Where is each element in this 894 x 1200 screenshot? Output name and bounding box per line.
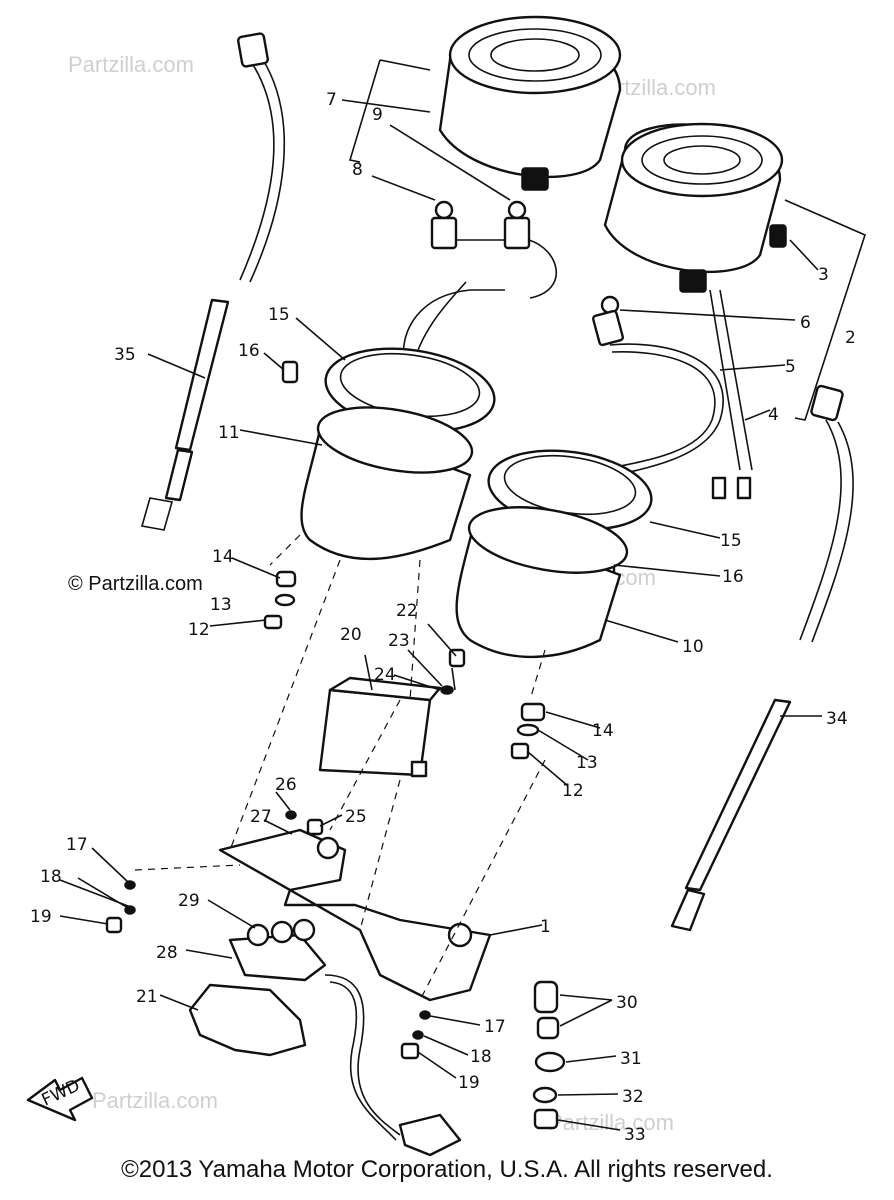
label-21: 21 [136, 987, 158, 1007]
label-10: 10 [682, 637, 704, 657]
wire-harness-5 [589, 343, 724, 481]
screw-16-left [281, 360, 299, 384]
label-31: 31 [620, 1049, 642, 1069]
label-16-left: 16 [238, 341, 260, 361]
label-15-left: 15 [268, 305, 290, 325]
speedometer-7 [438, 15, 622, 191]
watermark-bottom-left: Partzilla.com [92, 1088, 218, 1113]
leader-lines [59, 99, 822, 1131]
label-23: 23 [388, 631, 410, 651]
label-29: 29 [178, 891, 200, 911]
label-34: 34 [826, 709, 848, 729]
meter-case-10 [455, 506, 629, 659]
wire-leads-4 [709, 289, 753, 471]
label-17-left: 17 [66, 835, 88, 855]
watermark-partzilla: © Partzilla.com [68, 573, 203, 595]
label-11: 11 [218, 423, 240, 443]
label-3: 3 [818, 265, 829, 285]
label-7: 7 [326, 90, 337, 110]
watermark-top-left: Partzilla.com [68, 52, 194, 77]
label-26: 26 [275, 775, 297, 795]
fastener-stack-right [400, 1010, 431, 1060]
label-27: 27 [250, 807, 272, 827]
bulb-socket-9 [503, 200, 531, 250]
label-25: 25 [345, 807, 367, 827]
label-15-right: 15 [720, 531, 742, 551]
part-24 [440, 685, 454, 695]
screw-25 [306, 818, 324, 836]
cover-21 [188, 983, 307, 1057]
label-30: 30 [616, 993, 638, 1013]
label-14-right: 14 [592, 721, 614, 741]
tachometer-2 [603, 122, 787, 293]
label-8: 8 [352, 160, 363, 180]
indicator-housing-20 [318, 676, 442, 778]
cable-34 [670, 384, 854, 932]
label-6: 6 [800, 313, 811, 333]
label-2: 2 [845, 328, 856, 348]
label-13-right: 13 [576, 753, 598, 773]
fastener-stack-left [77, 877, 136, 934]
bracket-7 [348, 59, 431, 163]
washer-26 [285, 810, 297, 820]
label-20: 20 [340, 625, 362, 645]
bracket-2 [784, 199, 866, 421]
label-14-left: 14 [212, 547, 234, 567]
label-19-left: 19 [30, 907, 52, 927]
label-12-left: 12 [188, 620, 210, 640]
label-32: 32 [622, 1087, 644, 1107]
bracket-1 [218, 828, 492, 1002]
label-28: 28 [156, 943, 178, 963]
label-18-right: 18 [470, 1047, 492, 1067]
label-33: 33 [624, 1125, 646, 1145]
label-35: 35 [114, 345, 136, 365]
label-1: 1 [540, 917, 551, 937]
wire-harness-upper [402, 239, 558, 361]
label-13-left: 13 [210, 595, 232, 615]
grommet-stack-left [263, 570, 297, 630]
label-4: 4 [768, 405, 779, 425]
cable-35 [140, 32, 286, 531]
label-12-right: 12 [562, 781, 584, 801]
part-labels: 1 2 3 4 5 6 7 8 9 10 11 12 13 14 12 13 1… [30, 90, 856, 1145]
label-16-right: 16 [722, 567, 744, 587]
fwd-arrow-icon: FWD [26, 1076, 94, 1122]
label-18-left: 18 [40, 867, 62, 887]
label-9: 9 [372, 105, 383, 125]
grommet-stack-right [510, 702, 546, 760]
label-22: 22 [396, 601, 418, 621]
label-5: 5 [785, 357, 796, 377]
label-24: 24 [374, 665, 396, 685]
bulb-socket-8 [430, 200, 458, 250]
label-17-right: 17 [484, 1017, 506, 1037]
watermark-bottom-right: Partzilla.com [548, 1110, 674, 1135]
copyright-notice: ©2013 Yamaha Motor Corporation, U.S.A. A… [121, 1156, 773, 1183]
mount-stack-30-33 [532, 980, 566, 1130]
indicator-assembly-28 [228, 918, 462, 1157]
meter-case-11 [300, 406, 474, 561]
label-19-right: 19 [458, 1073, 480, 1093]
bulb-socket-6 [592, 295, 624, 347]
